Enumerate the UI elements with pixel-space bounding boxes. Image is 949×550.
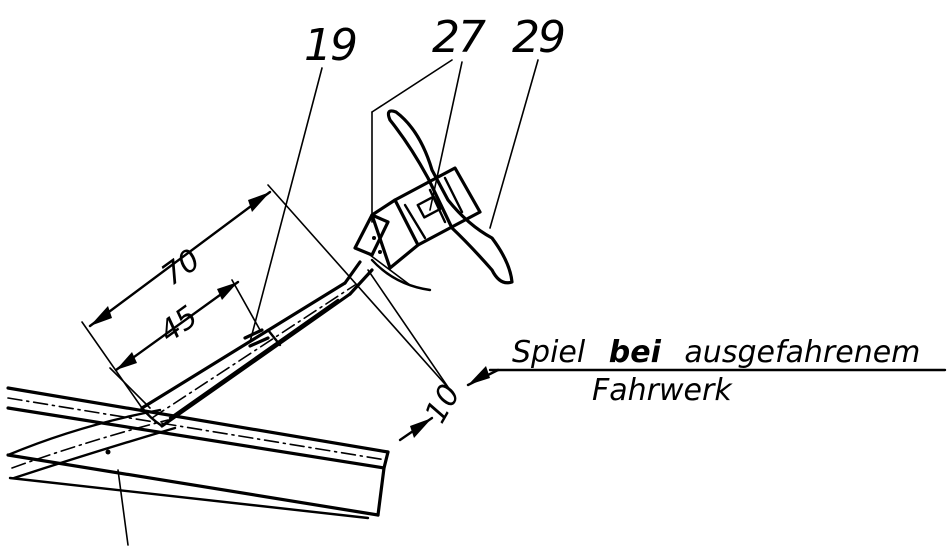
dimension-lines [81, 184, 947, 442]
inclined-rod [140, 260, 374, 428]
annotation-word-bei: bei [609, 335, 662, 370]
annotation-line-1: Spiel bei ausgefahrenem [512, 335, 920, 370]
ref-label-27: 27 [432, 12, 486, 63]
dim-label-45: 45 [153, 299, 204, 350]
ref-label-29: 29 [512, 12, 564, 63]
handle-assembly [353, 109, 514, 292]
frame-beam [6, 386, 390, 546]
leader-lines [249, 59, 539, 343]
annotation-word-ausgefahrenem: ausgefahrenem [684, 335, 920, 370]
annotation-line-2: Fahrwerk [592, 373, 733, 408]
annotation-word-spiel: Spiel [512, 335, 586, 370]
ref-label-19: 19 [304, 20, 356, 71]
dim-label-70: 70 [155, 242, 206, 293]
